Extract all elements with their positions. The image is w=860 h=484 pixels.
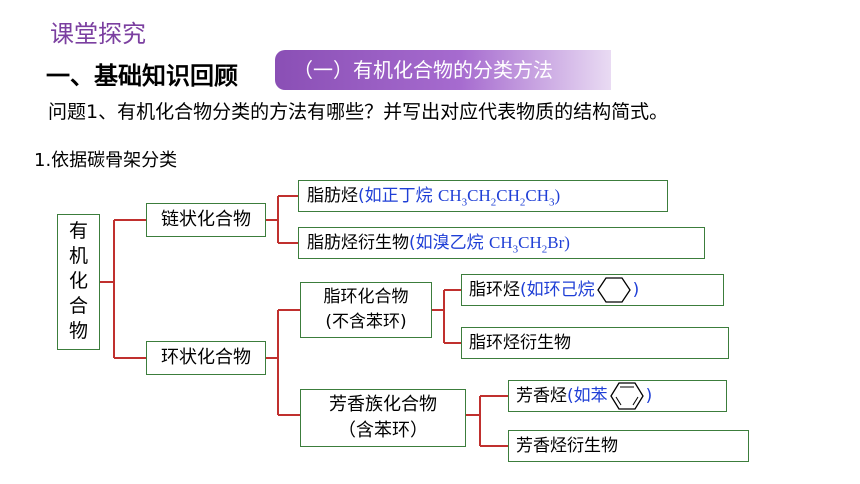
aromatic-derivative-label: 芳香烃衍生物 [516,436,618,456]
sub-title: 一、基础知识回顾 [46,62,238,90]
section-title: 课堂探究 [50,20,146,48]
alicyclic-hydrocarbon-box: 脂环烃(如环己烷) [461,274,724,306]
benzene-structure-icon [609,382,644,410]
alicyclic-hydrocarbon-example: (如环己烷 [520,280,595,300]
aromatic-note: （含苯环） [338,420,428,441]
aromatic-hydrocarbon-box: 芳香烃(如苯) [508,380,727,412]
alicyclic-derivative-box: 脂环烃衍生物 [461,327,729,359]
ring-compounds-box: 环状化合物 [146,341,266,375]
classification-basis: 1.依据碳骨架分类 [34,150,178,171]
aromatic-hydrocarbon-close: ) [645,386,653,406]
alicyclic-hydrocarbon-close: ) [632,280,640,300]
aromatic-compounds-box: 芳香族化合物 （含苯环） [300,389,466,447]
question-text: 问题1、有机化合物分类的方法有哪些？并写出对应代表物质的结构简式。 [48,101,669,123]
aliphatic-hydrocarbon-box: 脂肪烃(如正丁烷 CH3CH2CH2CH3) [298,180,668,212]
aliphatic-hydrocarbon-example: (如正丁烷 [358,186,439,206]
topic-banner: （一）有机化合物的分类方法 [275,50,611,90]
ring-compounds-label: 环状化合物 [161,347,251,368]
aliphatic-derivative-example: (如溴乙烷 [409,233,490,253]
alicyclic-derivative-label: 脂环烃衍生物 [469,333,571,353]
aliphatic-derivative-label: 脂肪烃衍生物 [307,233,409,253]
bromoethane-formula: CH3CH2Br) [489,233,570,256]
root-char: 化 [68,270,88,292]
alicyclic-compounds-box: 脂环化合物 (不含苯环) [300,282,432,338]
aromatic-hydrocarbon-example: (如苯 [567,386,608,406]
root-char: 机 [68,245,88,267]
root-char: 合 [68,295,88,317]
root-char: 有 [68,220,88,242]
aromatic-derivative-box: 芳香烃衍生物 [508,430,749,462]
root-organic-compounds: 有 机 化 合 物 [57,214,100,350]
alicyclic-label: 脂环化合物 [323,287,409,307]
aromatic-label: 芳香族化合物 [329,394,437,415]
aliphatic-derivative-box: 脂肪烃衍生物(如溴乙烷 CH3CH2Br) [298,227,705,259]
cyclohexane-structure-icon [596,277,631,303]
aliphatic-hydrocarbon-label: 脂肪烃 [307,186,358,206]
aromatic-hydrocarbon-label: 芳香烃 [516,386,567,406]
alicyclic-note: (不含苯环) [325,312,407,332]
butane-formula: CH3CH2CH2CH3) [438,186,561,209]
root-char: 物 [68,320,88,342]
chain-compounds-box: 链状化合物 [146,203,266,237]
chain-compounds-label: 链状化合物 [161,209,251,230]
alicyclic-hydrocarbon-label: 脂环烃 [469,280,520,300]
